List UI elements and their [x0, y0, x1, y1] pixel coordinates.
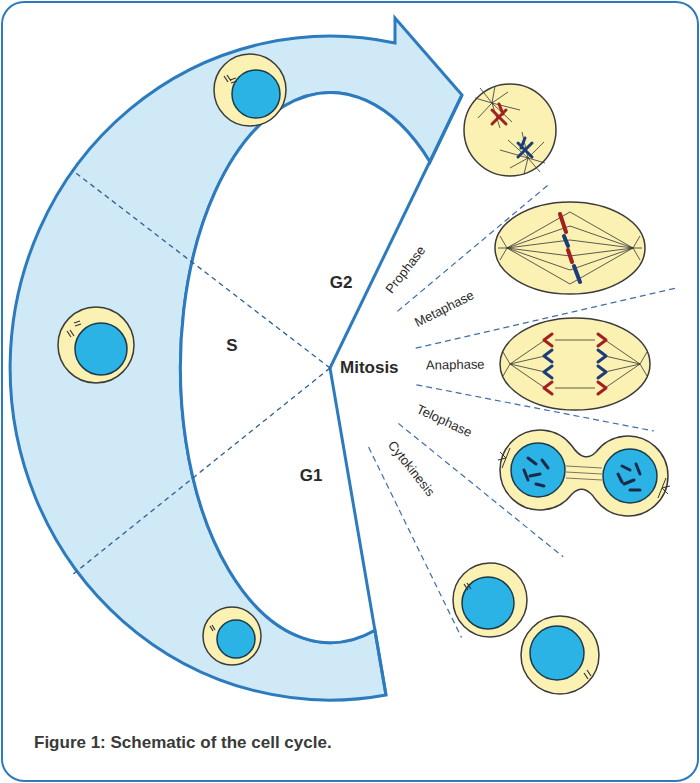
inner-wedge — [180, 93, 430, 643]
anaphase-cell — [500, 318, 650, 410]
g1-cell — [203, 607, 261, 665]
mitosis-stage-label: Telophase — [414, 402, 474, 441]
s-cell — [58, 307, 134, 383]
mitosis-stage-label: Cytokinesis — [384, 438, 437, 499]
phase-label: G1 — [300, 466, 323, 486]
telophase-cell — [498, 430, 670, 516]
mitosis-stage-label: Anaphase — [426, 358, 485, 374]
mitosis-stage-label: Metaphase — [412, 289, 476, 332]
figure-caption: Figure 1: Schematic of the cell cycle. — [34, 733, 332, 753]
metaphase-cell — [495, 202, 645, 294]
mitosis-dividers — [369, 185, 676, 638]
cycle-arrow — [10, 18, 462, 700]
mitosis-stage-label: Prophase — [383, 244, 429, 297]
interphase-dividers — [72, 170, 330, 575]
phase-label: S — [226, 336, 237, 356]
phase-boundary — [330, 368, 386, 695]
phase-label: Mitosis — [340, 358, 399, 378]
phase-label: G2 — [330, 273, 353, 293]
prophase-cell — [464, 84, 556, 176]
daughter-cell — [521, 616, 599, 694]
arrow-inner-edge — [180, 93, 430, 643]
daughter-cell — [453, 563, 527, 637]
phase-boundary — [330, 95, 462, 368]
g2-cell — [214, 54, 286, 126]
